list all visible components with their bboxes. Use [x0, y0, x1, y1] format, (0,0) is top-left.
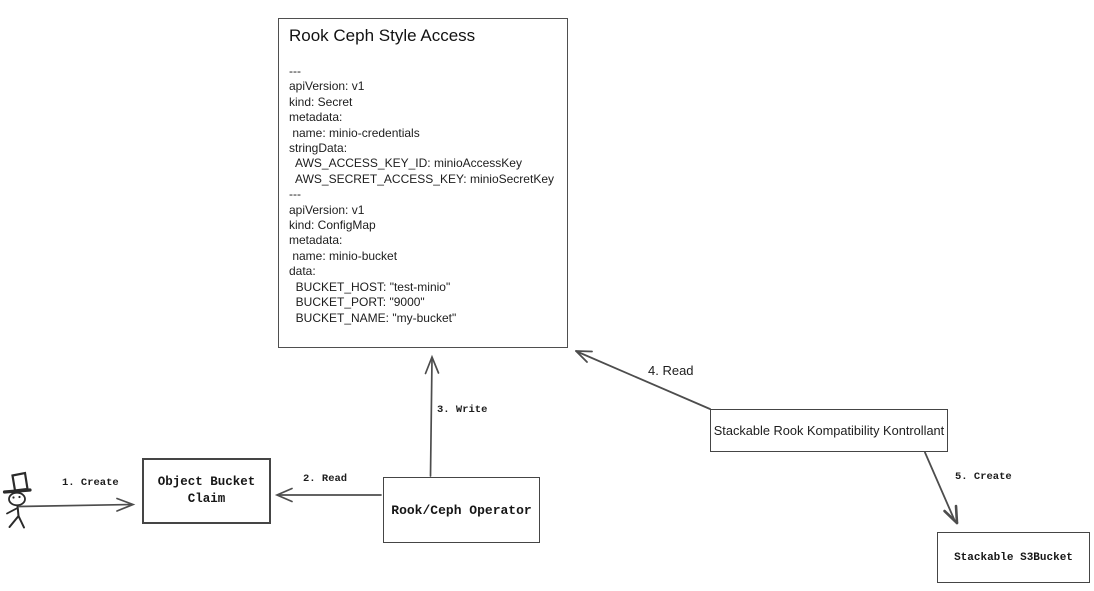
- node-stackable-rook-kompatibility-kontrollant: Stackable Rook Kompatibility Kontrollant: [710, 409, 948, 452]
- edge-label-read-4: 4. Read: [648, 363, 694, 378]
- main-box-title: Rook Ceph Style Access: [289, 26, 476, 45]
- node-rook-ceph-style-access: Rook Ceph Style Access --- apiVersion: v…: [278, 18, 568, 348]
- arrow-create-1: [18, 497, 136, 512]
- arrow-read-4: [575, 350, 711, 410]
- arrow-write-3: [424, 354, 440, 477]
- node-stackable-s3bucket: Stackable S3Bucket: [937, 532, 1090, 583]
- node-label-stackable-s3bucket: Stackable S3Bucket: [954, 551, 1073, 564]
- edge-label-read-2: 2. Read: [303, 473, 348, 485]
- yaml-manifest-text: --- apiVersion: v1 kind: Secret metadata…: [289, 64, 554, 325]
- node-label-rook-ceph-operator: Rook/Ceph Operator: [391, 502, 532, 518]
- node-object-bucket-claim: Object Bucket Claim: [142, 458, 271, 524]
- user-actor-icon: [2, 471, 32, 529]
- node-label-kontrollant: Stackable Rook Kompatibility Kontrollant: [713, 423, 945, 438]
- edge-label-write-3: 3. Write: [437, 404, 488, 416]
- node-label-object-bucket-claim: Object Bucket Claim: [157, 475, 256, 506]
- edge-label-create-1: 1. Create: [62, 477, 119, 489]
- arrow-create-5: [924, 451, 959, 525]
- arrow-read-2: [274, 487, 382, 503]
- node-rook-ceph-operator: Rook/Ceph Operator: [383, 477, 540, 543]
- edge-label-create-5: 5. Create: [955, 471, 1012, 483]
